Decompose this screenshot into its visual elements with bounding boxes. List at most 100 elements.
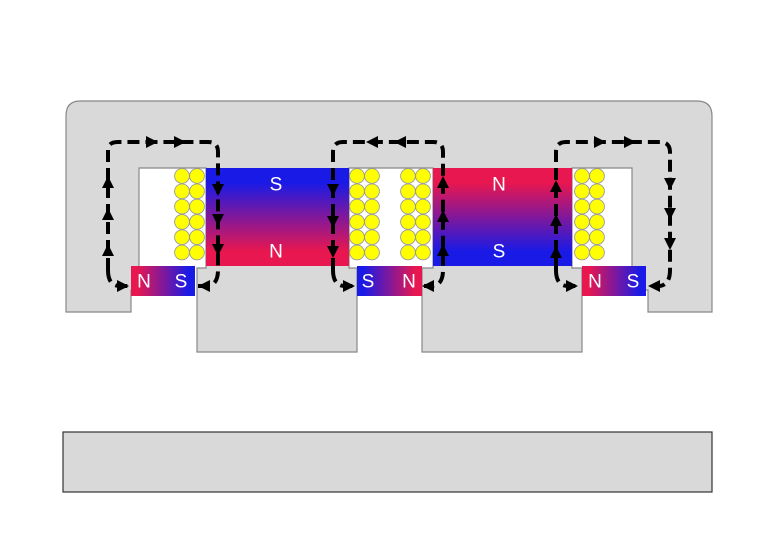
coil-left (174, 168, 205, 261)
coil-turn (415, 214, 431, 230)
flux-arrow (437, 244, 449, 256)
coil-turn (174, 198, 190, 215)
coil-turn (349, 168, 365, 184)
coil-turn (364, 229, 380, 246)
flux-arrow (550, 246, 562, 258)
flux-arrow (212, 214, 224, 226)
coil-turn (364, 168, 380, 184)
coil-turn (589, 183, 605, 200)
magnet-left-bottom-pole: N (269, 242, 283, 263)
coil-turn (174, 168, 190, 184)
flux-arrows (102, 136, 676, 292)
coil-turn (415, 183, 431, 200)
coil-turn (589, 168, 605, 184)
coil-turn (415, 244, 431, 261)
coil-turn (589, 214, 605, 230)
magnet-left-top-pole: S (270, 175, 283, 196)
coil-turn (589, 244, 605, 261)
flux-arrow (422, 280, 434, 292)
flux-arrow (550, 180, 562, 192)
coil-turn (589, 229, 605, 246)
magnet-left (206, 168, 349, 266)
coil-turn (349, 229, 365, 246)
coil-turn (364, 183, 380, 200)
coil-turn (189, 229, 205, 246)
coil-turn (400, 198, 416, 215)
coil-turn (400, 168, 416, 184)
coil-turn (574, 183, 590, 200)
small-magnet-left-right-pole: S (175, 272, 188, 293)
stator-core (65, 100, 713, 353)
coil-turn (415, 168, 431, 184)
flux-arrow (594, 136, 606, 148)
coil-turn (364, 244, 380, 261)
flux-arrow (102, 244, 114, 256)
small-magnet-center (357, 266, 422, 296)
coil-turn (415, 229, 431, 246)
magnet-right-top-pole: N (492, 175, 506, 196)
coil-turn (574, 168, 590, 184)
flux-arrow (146, 136, 158, 148)
flux-arrow (212, 244, 224, 256)
flux-arrow (117, 280, 129, 292)
small-magnet-left (131, 266, 195, 296)
flux-arrow (624, 136, 636, 148)
coil-turn (400, 244, 416, 261)
coil-turn (189, 214, 205, 230)
flux-arrow (327, 216, 339, 228)
coil-turn (174, 214, 190, 230)
coil-turn (589, 198, 605, 215)
coil-center-right (400, 168, 431, 261)
flux-arrow (198, 280, 210, 292)
magnet-right (433, 168, 572, 266)
small-magnet-right-right-pole: S (627, 272, 640, 293)
coil-turn (189, 168, 205, 184)
coil-turn (400, 229, 416, 246)
coil-turn (574, 229, 590, 246)
flux-arrow (664, 238, 676, 250)
flux-arrow (327, 184, 339, 196)
coil-turn (349, 183, 365, 200)
coil-turn (174, 183, 190, 200)
coil-turn (415, 198, 431, 215)
magnet-right-bottom-pole: S (493, 242, 506, 263)
flux-arrow (366, 136, 378, 148)
flux-arrow (212, 184, 224, 196)
coil-turn (349, 244, 365, 261)
coil-turn (574, 244, 590, 261)
small-magnet-center-left-pole: S (362, 272, 375, 293)
flux-arrow (437, 210, 449, 222)
flux-arrow (327, 246, 339, 258)
flux-arrow (343, 280, 355, 292)
flux-arrow (437, 176, 449, 188)
flux-arrow (566, 280, 578, 292)
flux-arrow (664, 178, 676, 190)
flux-arrow (102, 208, 114, 220)
small-magnet-right (582, 266, 646, 296)
coil-turn (400, 183, 416, 200)
flux-arrow (394, 136, 406, 148)
flux-arrow (550, 214, 562, 226)
small-magnet-left-left-pole: N (137, 272, 151, 293)
coil-center-left (349, 168, 380, 261)
coil-turn (174, 229, 190, 246)
coil-turn (349, 198, 365, 215)
small-magnet-right-left-pole: N (588, 272, 602, 293)
small-magnet-center-right-pole: N (402, 272, 416, 293)
coil-turn (400, 214, 416, 230)
rotor-bar (62, 431, 713, 493)
coil-turn (189, 244, 205, 261)
coil-turn (189, 183, 205, 200)
coil-turn (174, 244, 190, 261)
coil-turn (574, 214, 590, 230)
coil-turn (189, 198, 205, 215)
flux-arrow (102, 176, 114, 188)
coil-turn (364, 198, 380, 215)
coil-turn (574, 198, 590, 215)
flux-arrow (648, 280, 660, 292)
coil-turn (349, 214, 365, 230)
flux-arrow (174, 136, 186, 148)
coil-turn (364, 214, 380, 230)
flux-arrow (664, 208, 676, 220)
